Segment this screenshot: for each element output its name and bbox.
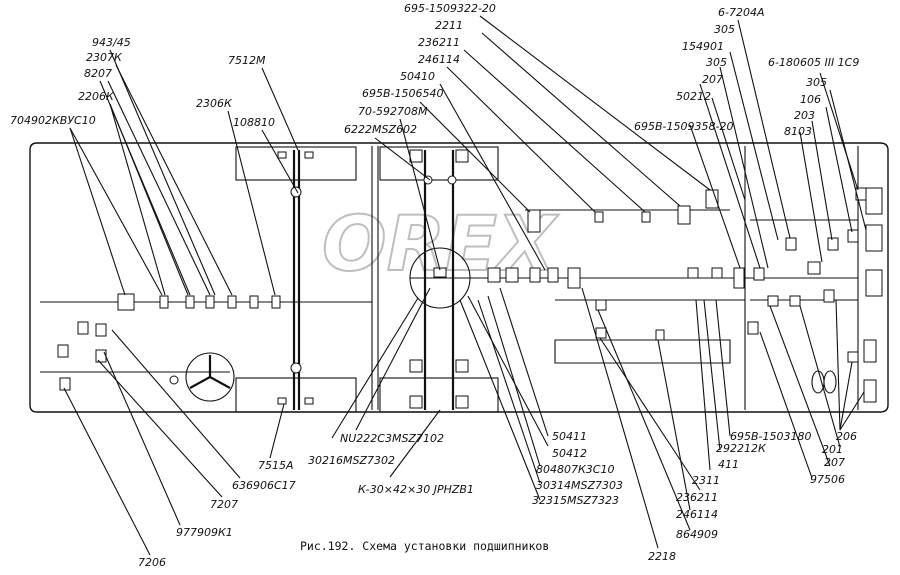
bearing-symbols: [57, 187, 883, 403]
part-label: 154901: [682, 40, 724, 53]
part-label: 50410: [400, 70, 435, 83]
part-label: NU222С3МSZ7102: [340, 432, 444, 445]
part-label: 411: [718, 458, 739, 471]
front-axle: [235, 146, 357, 413]
part-label: 50412: [552, 447, 587, 460]
part-label: 695В-1509358-20: [634, 120, 733, 133]
part-label: 50212: [676, 90, 711, 103]
part-label: 206: [836, 430, 857, 443]
part-label: 108810: [233, 116, 275, 129]
figure-caption: Рис.192. Схема установки подшипников: [300, 539, 549, 553]
part-label: 7512М: [228, 54, 266, 67]
part-label: 6-180605 III 1С9: [768, 56, 859, 69]
leader-lines: [63, 15, 867, 556]
part-label: 2311: [692, 474, 720, 487]
part-label: 7207: [210, 498, 238, 511]
drive-line: [40, 209, 858, 373]
part-label: 864909: [676, 528, 718, 541]
part-label: 8103: [784, 125, 812, 138]
part-label: 2211: [435, 19, 463, 32]
part-label: 50411: [552, 430, 587, 443]
part-label: 6222МSZ602: [344, 123, 417, 136]
part-label: 636906С17: [232, 479, 296, 492]
part-label: 106: [800, 93, 821, 106]
part-label: 305: [714, 23, 735, 36]
part-label: 7515А: [258, 459, 294, 472]
part-label: 236211: [676, 491, 718, 504]
part-label: 977909К1: [176, 526, 233, 539]
part-label: 70-592708М: [358, 105, 428, 118]
part-label: 704902КВУС10: [10, 114, 96, 127]
part-label: 236211: [418, 36, 460, 49]
part-label: К-30×42×30 JРНZВ1: [358, 483, 474, 496]
part-label: 695-1509322-20: [404, 2, 496, 15]
part-label: 32315МSZ7323: [532, 494, 619, 507]
part-label: 2306К: [196, 97, 233, 110]
part-label: 943/45: [92, 36, 131, 49]
part-label: 207: [824, 456, 845, 469]
part-label: 246114: [418, 53, 460, 66]
part-label: 7206: [138, 556, 166, 569]
part-label: 30216МSZ7302: [308, 454, 395, 467]
part-label: 201: [822, 443, 843, 456]
part-label: 695В-1506540: [362, 87, 444, 100]
part-label: 305: [806, 76, 827, 89]
part-label: 305: [706, 56, 727, 69]
part-label: 292212К: [716, 442, 767, 455]
part-label: 97506: [810, 473, 845, 486]
part-label: 30314МSZ7303: [536, 479, 623, 492]
part-label: 207: [702, 73, 723, 86]
part-label: 695В-1503180: [730, 430, 812, 443]
part-label: 2206К: [78, 90, 115, 103]
part-label: 2218: [648, 550, 676, 563]
part-label: 8207: [84, 67, 112, 80]
part-label: 6-7204А: [718, 6, 765, 19]
steering-wheel: [185, 352, 235, 402]
part-label: 2307К: [86, 51, 123, 64]
part-labels: 943/45 2307К 8207 2206К 704902КВУС10 230…: [10, 2, 859, 569]
part-label: 246114: [676, 508, 718, 521]
part-label: 804807К3С10: [536, 463, 614, 476]
part-label: 203: [794, 109, 815, 122]
